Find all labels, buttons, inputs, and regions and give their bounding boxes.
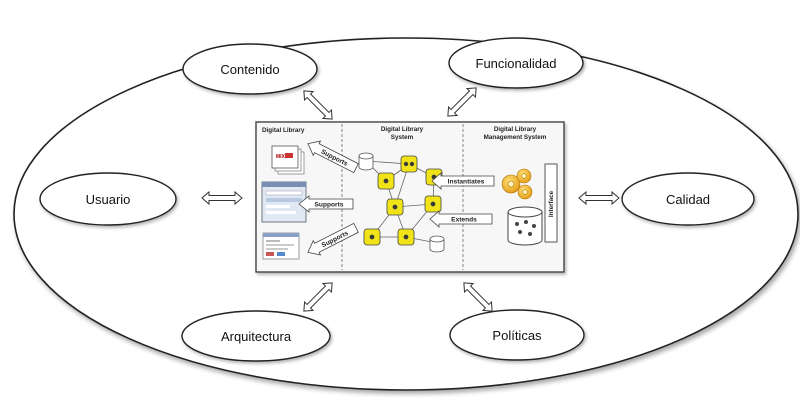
concept-arquitectura: Arquitectura — [181, 310, 331, 362]
concept-contenido-label: Contenido — [220, 62, 279, 77]
web-page-icon — [262, 232, 300, 260]
dlms-database-icon — [507, 206, 543, 246]
column-title-dlms-line2: Management System — [484, 134, 547, 141]
double-arrow-usuario — [201, 190, 243, 206]
double-arrow-contenido — [303, 90, 333, 120]
component-node — [424, 195, 442, 213]
instantiates-arrow: Instantiates — [431, 172, 495, 190]
screen-window-icon — [261, 181, 307, 223]
column-title-dls-line2: System — [391, 134, 414, 141]
component-node — [397, 228, 415, 246]
supports-label: Supports — [315, 202, 344, 209]
column-title-dl: Digital Library — [262, 127, 305, 134]
dl-universe-panel: Digital Library Digital Library System D… — [255, 121, 565, 273]
concept-calidad: Calidad — [621, 172, 755, 226]
concept-usuario-label: Usuario — [86, 192, 131, 207]
component-node — [386, 198, 404, 216]
concept-funcionalidad-label: Funcionalidad — [476, 56, 557, 71]
svg-text:MIX: MIX — [276, 154, 286, 160]
database-icon — [429, 235, 445, 253]
component-node — [363, 228, 381, 246]
interface-bar: Interface — [544, 163, 558, 243]
concept-arquitectura-label: Arquitectura — [221, 329, 292, 344]
double-arrow-arquitectura — [303, 282, 333, 312]
concept-calidad-label: Calidad — [666, 192, 710, 207]
concept-contenido: Contenido — [182, 43, 318, 95]
concept-usuario: Usuario — [39, 172, 177, 226]
double-arrow-funcionalidad — [447, 87, 477, 117]
database-icon — [358, 152, 374, 171]
concept-politicas-label: Políticas — [492, 328, 542, 343]
extends-arrow: Extends — [429, 210, 493, 228]
interface-label: Interface — [548, 190, 555, 217]
double-arrow-politicas — [463, 282, 493, 312]
instantiates-label: Instantiates — [448, 179, 485, 186]
double-arrow-calidad — [578, 190, 620, 206]
column-title-dlms-line1: Digital Library — [494, 126, 537, 133]
column-title-dls-line1: Digital Library — [381, 126, 424, 133]
component-node — [400, 155, 418, 173]
concept-funcionalidad: Funcionalidad — [448, 37, 584, 89]
component-node — [377, 172, 395, 190]
gears-icon — [501, 168, 533, 200]
supports-arrow: Supports — [298, 195, 354, 213]
extends-label: Extends — [451, 217, 477, 224]
document-stack-icon: MIX — [271, 145, 305, 175]
concept-politicas: Políticas — [449, 309, 585, 361]
